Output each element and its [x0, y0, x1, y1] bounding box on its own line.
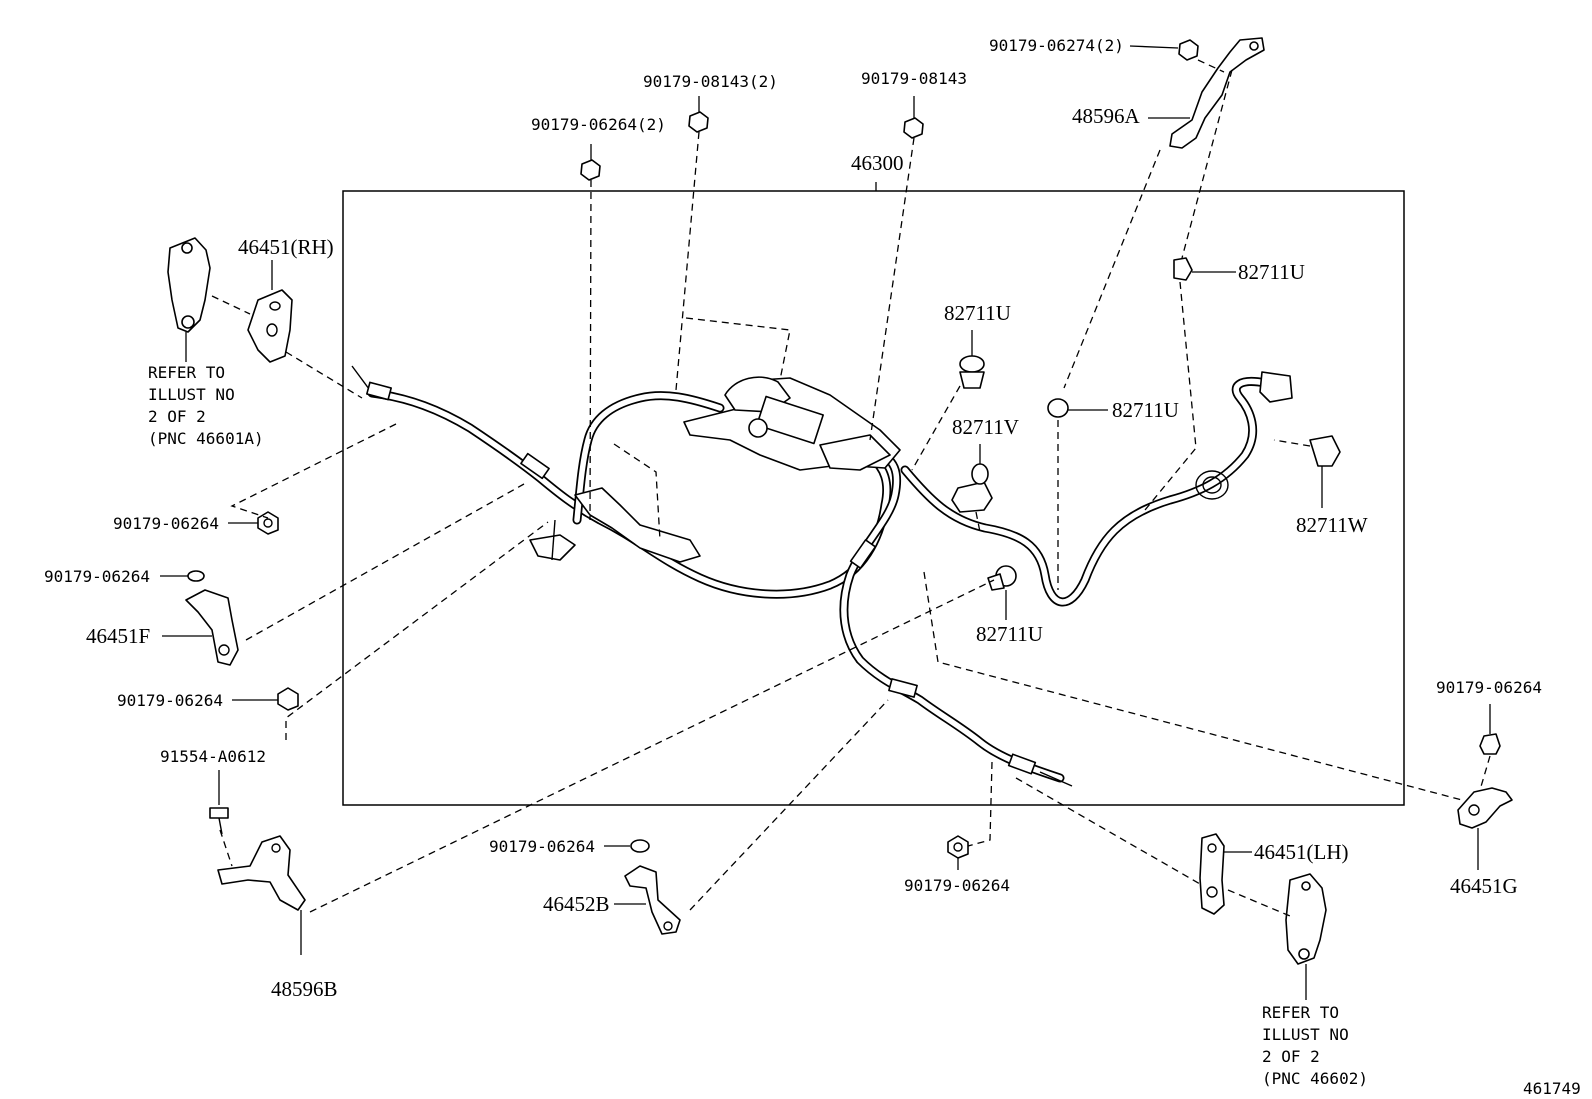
bracket-46452B	[614, 865, 681, 935]
label-82711W: 82711W	[1296, 513, 1368, 537]
label-46451-rh: 46451(RH)	[238, 235, 334, 259]
cable-end-lh	[888, 678, 1073, 787]
label-90179-06264-left-1: 90179-06264	[113, 514, 219, 533]
label-90179-06264-bottom-1: 90179-06264	[489, 837, 595, 856]
brake-cable-lh	[839, 448, 1065, 783]
label-90179-08143-2: 90179-08143(2)	[643, 72, 778, 91]
clamp-82711V	[951, 444, 993, 513]
refer-lh-line3: 2 OF 2	[1262, 1047, 1320, 1066]
nut-90179-06264-2	[580, 144, 601, 181]
refer-assembly-rh	[167, 237, 211, 362]
nut-90179-06264-bottom-1	[604, 839, 650, 853]
nut-90179-06274-2	[1129, 39, 1199, 61]
bracket-46451F	[162, 589, 239, 666]
label-90179-06274-2: 90179-06274(2)	[989, 36, 1124, 55]
refer-note-lh: REFER TO ILLUST NO 2 OF 2 (PNC 46602)	[1262, 1003, 1368, 1088]
bracket-48596B	[217, 835, 306, 955]
clamp-82711U-mid	[959, 330, 985, 389]
clamp-82711U-lower	[987, 565, 1017, 620]
bracket-48596A	[1148, 37, 1265, 149]
refer-lh-line2: ILLUST NO	[1262, 1025, 1349, 1044]
assembly-46300-frame	[342, 190, 1405, 806]
label-46452B: 46452B	[543, 892, 610, 916]
refer-assembly-lh	[1285, 873, 1327, 1000]
refer-rh-line2: ILLUST NO	[148, 385, 235, 404]
label-46451-lh: 46451(LH)	[1254, 840, 1348, 864]
label-90179-06264-left-3: 90179-06264	[117, 691, 223, 710]
refer-rh-line1: REFER TO	[148, 363, 225, 382]
part-labels: 90179-08143(2) 90179-06264(2) 90179-0814…	[44, 36, 1542, 1001]
label-82711U-lower: 82711U	[976, 622, 1043, 646]
nut-90179-06264-right	[1479, 704, 1501, 755]
cable-guide-bracket	[529, 487, 701, 563]
cable-end-rh	[351, 365, 877, 569]
label-91554-A0612: 91554-A0612	[160, 747, 266, 766]
label-90179-06264-right: 90179-06264	[1436, 678, 1542, 697]
refer-lh-line1: REFER TO	[1262, 1003, 1339, 1022]
nut-90179-06264-left-1	[228, 511, 279, 535]
label-48596A: 48596A	[1072, 104, 1141, 128]
label-90179-06264-left-2: 90179-06264	[44, 567, 150, 586]
refer-rh-line3: 2 OF 2	[148, 407, 206, 426]
equalizer-46451-lh	[1199, 833, 1252, 915]
bolt-91554-A0612	[209, 770, 229, 835]
label-82711U-right: 82711U	[1112, 398, 1179, 422]
label-46300: 46300	[851, 151, 904, 175]
refer-rh-line4: (PNC 46601A)	[148, 429, 264, 448]
label-82711U-top-right: 82711U	[1238, 260, 1305, 284]
diagram-id: 461749	[1523, 1079, 1581, 1098]
label-90179-06264-2: 90179-06264(2)	[531, 115, 666, 134]
nut-90179-06264-left-2	[160, 570, 205, 582]
label-46451F: 46451F	[86, 624, 150, 648]
nut-90179-06264-bottom-2	[947, 835, 969, 870]
refer-lh-line4: (PNC 46602)	[1262, 1069, 1368, 1088]
brake-cable-front-loop	[572, 391, 725, 525]
clamp-82711U-top-right	[1173, 257, 1236, 281]
dashed-leaders	[211, 59, 1491, 917]
nut-90179-08143-2	[688, 96, 709, 133]
refer-note-rh: REFER TO ILLUST NO 2 OF 2 (PNC 46601A)	[148, 363, 264, 448]
label-82711V: 82711V	[952, 415, 1019, 439]
wire-harness	[900, 371, 1293, 607]
label-48596B: 48596B	[271, 977, 338, 1001]
label-82711U-mid: 82711U	[944, 301, 1011, 325]
bracket-46451G	[1457, 787, 1513, 870]
nut-90179-08143	[903, 96, 924, 139]
nut-90179-06264-left-3	[232, 687, 299, 711]
clamp-82711W	[1309, 435, 1341, 508]
clamp-82711U-right	[1047, 398, 1108, 418]
parking-brake-actuator	[683, 376, 901, 471]
equalizer-46451-rh	[247, 260, 293, 363]
label-90179-06264-bottom-2: 90179-06264	[904, 876, 1010, 895]
label-46451G: 46451G	[1450, 874, 1518, 898]
label-90179-08143: 90179-08143	[861, 69, 967, 88]
